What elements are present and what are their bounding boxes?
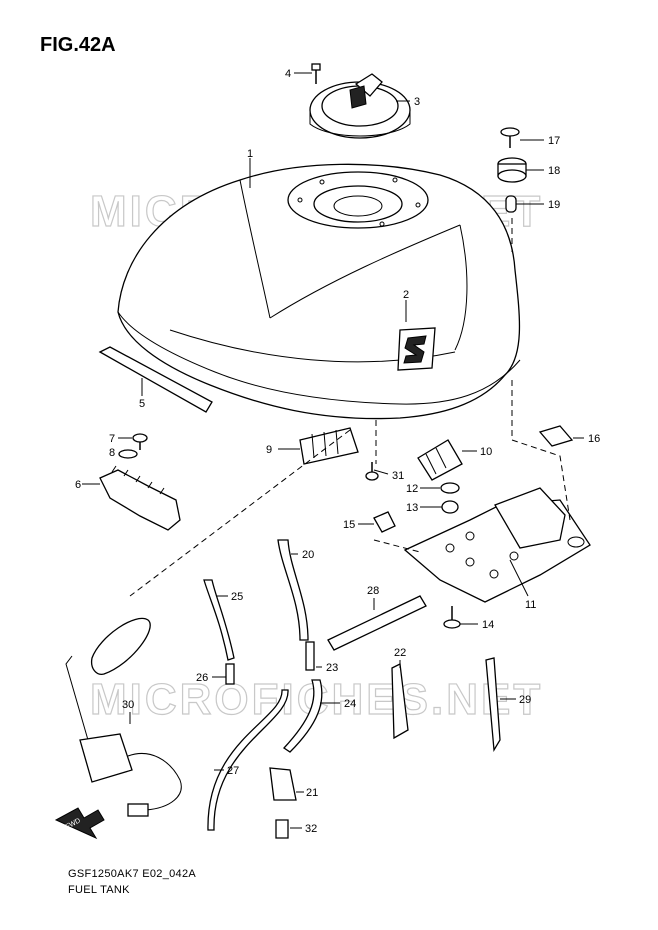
figure-name: FUEL TANK [68, 884, 130, 896]
cushion-part-9[interactable] [299, 427, 359, 465]
fuel-pump-part-30[interactable] [65, 617, 182, 817]
label-22: 22 [394, 647, 406, 659]
label-7: 7 [109, 433, 115, 445]
bolt-part-4[interactable] [311, 63, 321, 84]
label-6: 6 [75, 479, 81, 491]
label-8: 8 [109, 447, 115, 459]
hose-part-27[interactable] [207, 689, 289, 831]
label-13: 13 [406, 502, 418, 514]
label-15: 15 [343, 519, 355, 531]
label-11: 11 [525, 599, 536, 611]
grommet-part-13[interactable] [441, 500, 459, 514]
cushion-part-6[interactable] [99, 465, 181, 531]
label-26: 26 [196, 672, 208, 684]
clamp-part-21[interactable] [269, 767, 297, 801]
bolt-part-14[interactable] [443, 606, 461, 629]
label-25: 25 [231, 591, 243, 603]
label-32: 32 [305, 823, 317, 835]
label-31: 31 [392, 470, 404, 482]
grommet-part-12[interactable] [440, 482, 460, 494]
part-number-labels: 1 2 3 4 5 6 7 8 9 10 11 12 13 14 15 16 1… [75, 68, 600, 835]
label-23: 23 [326, 662, 338, 674]
fitting-part-26[interactable] [225, 663, 235, 685]
bolt-part-17[interactable] [500, 127, 520, 148]
damper-part-18[interactable] [497, 157, 527, 183]
label-3: 3 [414, 96, 420, 108]
hose-part-25[interactable] [203, 579, 235, 661]
holder-part-22[interactable] [391, 663, 409, 740]
label-4: 4 [285, 68, 291, 80]
label-5: 5 [139, 398, 145, 410]
hose-part-28[interactable] [327, 595, 427, 651]
leader-lines [82, 72, 584, 829]
label-10: 10 [480, 446, 492, 458]
label-21: 21 [306, 787, 318, 799]
fitting-part-23[interactable] [305, 641, 315, 671]
label-20: 20 [302, 549, 314, 561]
hose-part-20[interactable] [277, 539, 309, 641]
emblem-part-2[interactable] [397, 327, 436, 371]
label-29: 29 [519, 694, 531, 706]
pad-part-16[interactable] [538, 425, 574, 447]
label-18: 18 [548, 165, 560, 177]
label-14: 14 [482, 619, 494, 631]
label-2: 2 [403, 289, 409, 301]
label-9: 9 [266, 444, 272, 456]
clip-part-15[interactable] [373, 511, 396, 533]
front-arrow: FWD [54, 807, 105, 840]
screw-part-31[interactable] [365, 462, 379, 481]
label-19: 19 [548, 199, 560, 211]
label-28: 28 [367, 585, 379, 597]
cushion-part-10[interactable] [417, 439, 463, 481]
screw-part-7[interactable] [132, 433, 148, 450]
bracket-part-11[interactable] [403, 487, 591, 603]
label-16: 16 [588, 433, 600, 445]
hose-part-32[interactable] [275, 819, 289, 839]
label-17: 17 [548, 135, 560, 147]
collar-part-19[interactable] [505, 195, 517, 213]
rod-part-29[interactable] [485, 657, 501, 753]
label-24: 24 [344, 698, 356, 710]
label-12: 12 [406, 483, 418, 495]
label-27: 27 [227, 765, 239, 777]
figure-title: FIG.42A [40, 34, 116, 56]
label-30: 30 [122, 699, 134, 711]
model-code: GSF1250AK7 E02_042A [68, 868, 197, 880]
fuel-cap-part-3[interactable] [309, 73, 411, 139]
tank-strip-part-5[interactable] [98, 346, 213, 413]
washer-part-8[interactable] [118, 449, 138, 459]
hose-part-24[interactable] [283, 679, 323, 753]
label-1: 1 [247, 148, 253, 160]
